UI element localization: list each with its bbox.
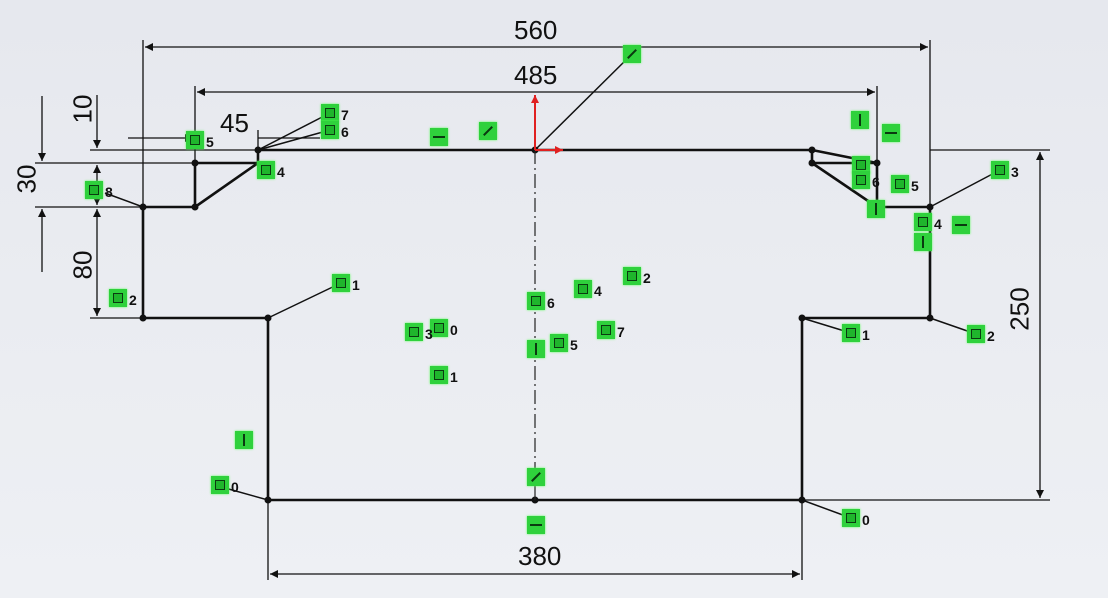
- square-relation-icon[interactable]: 0: [842, 509, 870, 528]
- relation-label: 6: [547, 295, 555, 311]
- square-relation-icon[interactable]: 7: [597, 321, 625, 340]
- square-relation-icon[interactable]: 1: [842, 324, 870, 343]
- square-relation-icon[interactable]: 2: [109, 289, 137, 308]
- square-relation-icon[interactable]: 7: [321, 104, 349, 123]
- dim-80[interactable]: 80: [67, 250, 98, 280]
- dim-45[interactable]: 45: [220, 108, 249, 138]
- relation-label: 2: [987, 328, 995, 344]
- diagonal-relation-icon[interactable]: [479, 122, 497, 140]
- relation-label: 1: [352, 277, 360, 293]
- relation-label: 1: [862, 327, 870, 343]
- square-relation-icon[interactable]: 6: [527, 292, 555, 311]
- relation-label: 4: [277, 164, 285, 180]
- square-relation-icon[interactable]: 6: [852, 171, 880, 190]
- relation-label: 7: [341, 107, 349, 123]
- square-relation-icon[interactable]: 3: [991, 161, 1019, 180]
- relation-label: 6: [872, 174, 880, 190]
- square-relation-icon[interactable]: 3: [405, 323, 433, 342]
- square-relation-icon[interactable]: 0: [430, 319, 458, 338]
- square-relation-icon[interactable]: 6: [321, 121, 349, 140]
- square-relation-icon[interactable]: 5: [186, 131, 214, 150]
- relation-label: 0: [231, 479, 239, 495]
- relation-label: 4: [594, 283, 602, 299]
- relation-label: 0: [862, 512, 870, 528]
- relation-label: 8: [105, 184, 113, 200]
- horizontal-relation-icon[interactable]: [527, 516, 545, 534]
- horizontal-relation-icon[interactable]: [430, 128, 448, 146]
- vertical-relation-icon[interactable]: [914, 233, 932, 251]
- vertical-relation-icon[interactable]: [235, 431, 253, 449]
- relation-label: 5: [206, 134, 214, 150]
- relation-label: 1: [450, 369, 458, 385]
- relation-label: 0: [450, 322, 458, 338]
- horizontal-relation-icon[interactable]: [952, 216, 970, 234]
- dim-380[interactable]: 380: [518, 541, 562, 571]
- relation-label: 2: [129, 292, 137, 308]
- sketch-points: [139, 146, 934, 504]
- dim-30[interactable]: 30: [11, 164, 42, 194]
- vertical-relation-icon[interactable]: [527, 340, 545, 358]
- relation-label: 7: [617, 324, 625, 340]
- relation-label: 4: [934, 216, 942, 232]
- square-relation-icon[interactable]: 1: [430, 366, 458, 385]
- vertical-relation-icon[interactable]: [851, 111, 869, 129]
- dim-560[interactable]: 560: [514, 15, 558, 45]
- relation-label: 5: [911, 178, 919, 194]
- dim-10[interactable]: 10: [67, 94, 98, 124]
- square-relation-icon[interactable]: [852, 156, 870, 174]
- square-relation-icon[interactable]: 2: [967, 325, 995, 344]
- relation-label: 6: [341, 124, 349, 140]
- square-relation-icon[interactable]: 8: [85, 181, 113, 200]
- dim-250[interactable]: 250: [1004, 287, 1035, 331]
- relation-label: 2: [643, 270, 651, 286]
- diagonal-relation-icon[interactable]: [623, 45, 641, 63]
- square-relation-icon[interactable]: 4: [914, 213, 942, 232]
- sketch-profile[interactable]: [141, 148, 932, 502]
- horizontal-relation-icon[interactable]: [882, 124, 900, 142]
- square-relation-icon[interactable]: 4: [257, 161, 285, 180]
- leader-lines: [104, 53, 1001, 519]
- dimension-lines: [35, 40, 1050, 580]
- square-relation-icon[interactable]: 5: [891, 175, 919, 194]
- square-relation-icon[interactable]: 2: [623, 267, 651, 286]
- origin-icon: [531, 95, 563, 154]
- relation-label: 5: [570, 337, 578, 353]
- relation-label: 3: [1011, 164, 1019, 180]
- vertical-relation-icon[interactable]: [867, 200, 885, 218]
- diagonal-relation-icon[interactable]: [527, 468, 545, 486]
- relation-label: 3: [425, 326, 433, 342]
- square-relation-icon[interactable]: 0: [211, 476, 239, 495]
- square-relation-icon[interactable]: 4: [574, 280, 602, 299]
- square-relation-icon[interactable]: 1: [332, 274, 360, 293]
- dim-485[interactable]: 485: [514, 60, 558, 90]
- square-relation-icon[interactable]: 5: [550, 334, 578, 353]
